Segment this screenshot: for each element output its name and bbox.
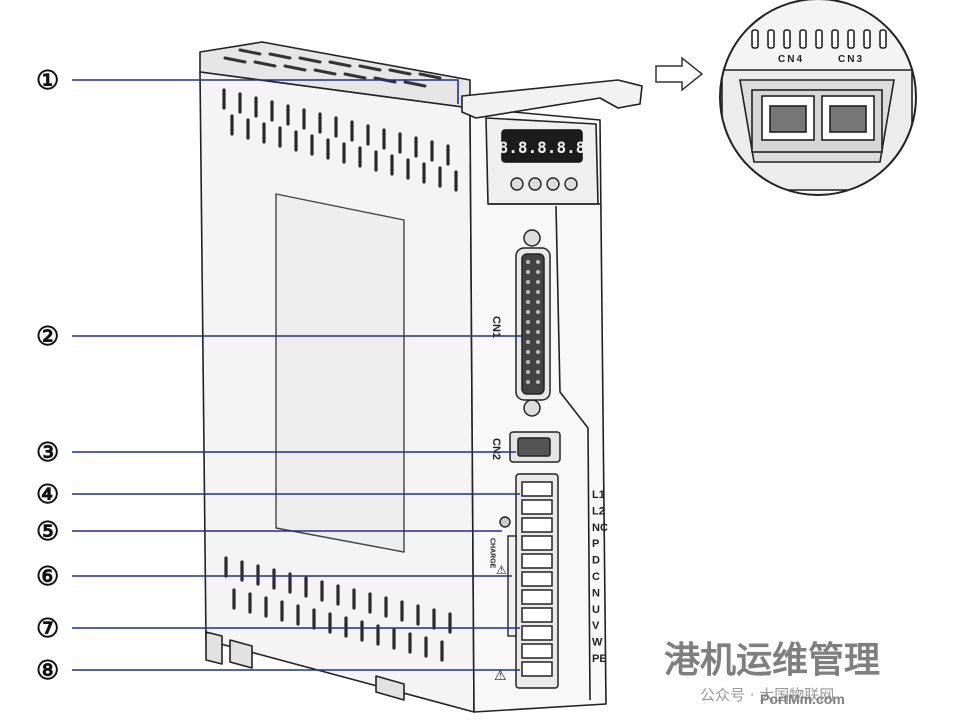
cn1-connector [515,229,551,417]
watermark: 港机运维管理 公众号 · 大国物联网 PortMm.com [664,640,880,707]
panel-button-mode[interactable] [510,177,524,191]
terminal-cover-strip [507,535,517,637]
cn1-label: CN1 [490,316,502,338]
callouts: ① ② ③ ④ ⑤ ⑥ ⑦ ⑧ [36,65,522,685]
terminal-label-l2: L2 [592,505,605,517]
panel-button-up[interactable] [528,177,542,191]
terminal-label-d: D [592,555,600,567]
terminal-label-l1: L1 [592,489,605,501]
panel-button-set[interactable] [564,177,578,191]
panel-buttons [510,177,578,191]
cn2-connector [509,431,561,463]
terminal-label-c: C [592,571,600,583]
mounting-clip [461,79,643,119]
callout-number-4: ④ [36,479,59,509]
callout-number-5: ⑤ [36,516,59,546]
inset-label-cn4: CN4 [778,54,804,65]
cn2-label: CN2 [490,438,502,460]
warning-symbol-lower: ⚠ [494,668,507,684]
callout-number-8: ⑧ [36,655,59,685]
terminal-label-pe: PE [592,653,607,665]
side-panel-recess [275,193,405,553]
panel-button-down[interactable] [546,177,560,191]
zoom-arrow [655,56,704,92]
cn1-pins [526,260,540,384]
charge-label: CHARGE [489,538,496,569]
terminal-label-nc: NC [592,522,608,534]
seven-segment-display: 8.8.8.8.8 [499,129,586,163]
terminal-label-w: W [592,637,603,649]
mount-foot-left [205,631,223,665]
mount-foot-mid [229,639,253,669]
zoom-inset: CN4 CN3 [719,0,917,196]
inset-label-cn3: CN3 [838,54,864,65]
power-terminal-block [515,473,559,689]
mount-foot-right [375,675,405,701]
callout-number-2: ② [36,321,59,351]
terminal-label-n: N [592,587,600,599]
side-vents-lower [224,556,452,662]
watermark-site: PortMm.com [760,691,845,707]
charge-led [499,516,511,528]
front-divider [555,205,591,701]
terminal-label-u: U [592,604,600,616]
side-vents-upper [222,88,458,192]
watermark-title: 港机运维管理 [664,640,880,681]
watermark-channel: 公众号 · 大国物联网 [700,686,834,704]
terminal-label-v: V [592,620,600,632]
callout-line-1 [72,79,459,104]
callout-number-7: ⑦ [36,613,59,643]
top-vents [223,48,442,88]
callout-number-1: ① [36,65,59,95]
display-digits: 8.8.8.8.8 [499,138,586,157]
terminal-label-p: P [592,538,599,550]
callout-number-3: ③ [36,437,59,467]
warning-symbol-upper: ⚠ [496,563,507,577]
inset-vents [751,29,887,49]
callout-number-6: ⑥ [36,561,59,591]
